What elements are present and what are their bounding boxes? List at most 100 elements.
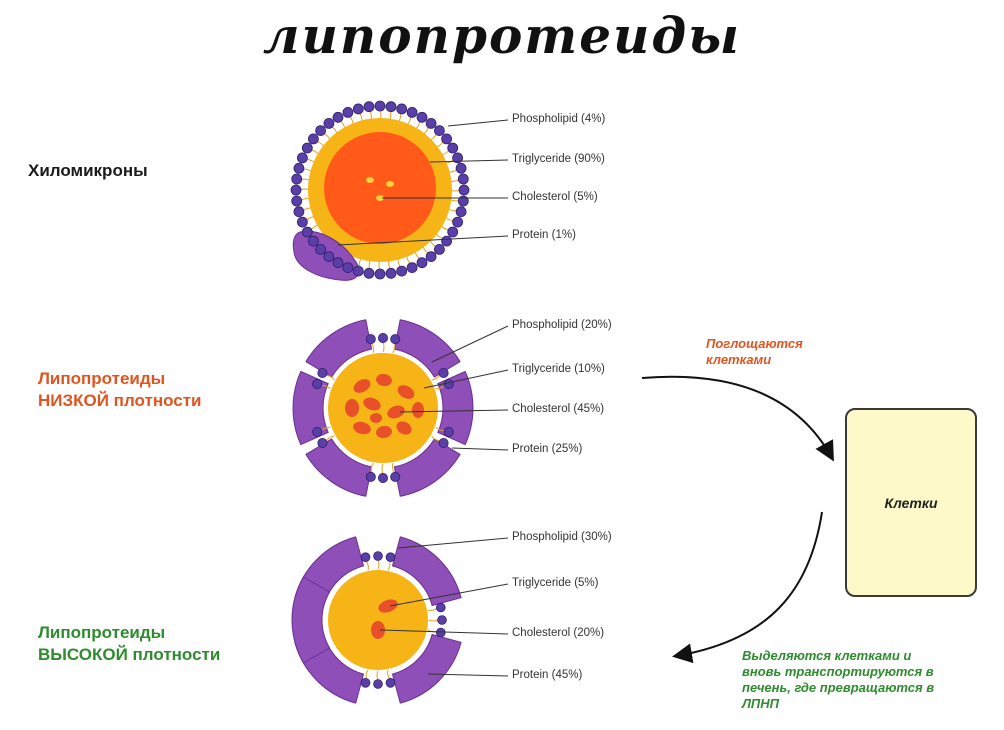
phospholipid-head: [433, 125, 445, 137]
leader-lines: [337, 119, 509, 677]
phospholipid-tail: [387, 561, 391, 571]
phospholipid-heads: [290, 100, 470, 280]
protein-lobe: [292, 370, 329, 446]
protein-lobe: [392, 634, 462, 704]
hdl-cholesterol-label: Cholesterol (20%): [512, 627, 605, 639]
phospholipid-tail: [381, 463, 384, 475]
phospholipid-tail: [365, 669, 369, 679]
phospholipid-head: [307, 235, 319, 247]
phospholipid-head: [447, 226, 459, 238]
cholesterol-spot: [376, 425, 392, 439]
note-secreted-line1: Выделяются клетками и: [742, 648, 912, 663]
cholesterol-spot: [387, 405, 405, 419]
chylomicron-particle: [290, 100, 470, 281]
phospholipid-head: [455, 206, 467, 218]
cholesterol-spot: [345, 399, 359, 417]
triglyceride-core-inner: [324, 132, 436, 244]
phospholipid-head: [352, 265, 364, 277]
chylo-phospholipid-label: Phospholipid (4%): [512, 113, 606, 125]
phospholipid-head: [447, 142, 459, 154]
phospholipid-head: [365, 334, 376, 345]
phospholipid-head: [296, 152, 308, 164]
phospholipid-head: [296, 216, 308, 228]
cholesterol-spot: [370, 413, 382, 423]
label-hdl: Липопротеиды ВЫСОКОЙ плотности: [38, 622, 220, 666]
phospholipid-head: [438, 367, 449, 378]
phospholipid-head: [385, 552, 396, 562]
leader-line: [447, 119, 509, 127]
phospholipid-tail: [387, 669, 391, 680]
protein-blobs: [291, 536, 462, 704]
phospholipid-head: [317, 437, 328, 448]
phospholipid-head: [342, 262, 354, 274]
label-ldl: Липопротеиды НИЗКОЙ плотности: [38, 368, 201, 412]
phospholipid-head: [312, 379, 323, 390]
phospholipid-head: [435, 602, 446, 613]
cholesterol-spot: [366, 177, 374, 183]
phospholipid-head: [406, 262, 418, 274]
phospholipid-head: [390, 471, 401, 482]
phospholipid-tail: [427, 607, 438, 611]
phospholipid-head: [452, 152, 464, 164]
note-absorbed-line1: Поглощаются: [706, 336, 803, 351]
phospholipid-head: [443, 379, 454, 390]
label-chylomicrons: Хиломикроны: [28, 160, 148, 182]
phospholipid-head: [438, 437, 449, 448]
phospholipid-head: [373, 679, 383, 689]
phospholipid-head: [425, 251, 437, 263]
leader-line: [429, 159, 509, 163]
phospholipid-head: [332, 111, 344, 123]
phospholipid-tail: [365, 560, 369, 571]
phospholipid-head: [342, 107, 354, 118]
leader-line: [451, 447, 509, 451]
phospholipid-head: [315, 243, 327, 255]
page-title: липопротеиды: [262, 6, 742, 65]
phospholipid-head: [390, 334, 401, 345]
phospholipid-head: [433, 243, 445, 255]
phospholipid-head: [323, 118, 335, 129]
phospholipid-head: [416, 257, 428, 269]
phospholipid-head: [293, 206, 305, 218]
label-ldl-line1: Липопротеиды: [38, 369, 166, 388]
leader-line: [427, 673, 509, 677]
phospholipid-head: [385, 677, 396, 688]
label-hdl-line2: ВЫСОКОЙ плотности: [38, 645, 221, 664]
ldl-cholesterol-label: Cholesterol (45%): [512, 403, 605, 415]
phospholipid-head: [425, 118, 437, 129]
cholesterol-spot: [412, 402, 424, 418]
phospholipid-head: [301, 142, 313, 154]
phospholipid-head: [374, 100, 386, 112]
phospholipid-tail: [370, 462, 374, 474]
phospholipid-head: [416, 111, 428, 123]
leader-line: [423, 369, 509, 389]
note-secreted-line3: печень, где превращаются в: [742, 680, 935, 695]
phospholipid-head: [385, 267, 397, 279]
phospholipid-head: [373, 551, 383, 561]
cholesterol-spot: [386, 181, 394, 187]
protein-lobe: [392, 536, 462, 606]
cholesterol-spot: [397, 385, 415, 399]
cholesterol-spot: [396, 421, 412, 435]
protein-lobe: [393, 319, 461, 378]
phospholipid-head: [323, 251, 335, 263]
note-secreted-line4: ЛПНП: [742, 696, 780, 711]
phospholipid-head: [290, 184, 302, 196]
cholesterol-spot: [376, 195, 384, 201]
phospholipid-head: [315, 125, 327, 137]
phospholipid-head: [435, 627, 446, 638]
phospholipid-head: [437, 615, 447, 625]
hdl-core: [328, 570, 428, 670]
phospholipid-head: [363, 101, 375, 113]
protein-lobe: [437, 370, 474, 446]
phospholipid-head: [443, 426, 454, 437]
cells-label: Клетки: [884, 494, 938, 511]
protein-lobe: [305, 438, 373, 497]
cholesterol-spots: [345, 373, 424, 439]
phospholipid-head: [363, 267, 375, 279]
phospholipid-tail: [377, 559, 380, 570]
phospholipid-head: [396, 265, 408, 277]
phospholipid-head: [396, 103, 408, 115]
note-secreted: Выделяются клетками и вновь транспортиру…: [742, 648, 934, 712]
phospholipid-head: [317, 367, 328, 378]
